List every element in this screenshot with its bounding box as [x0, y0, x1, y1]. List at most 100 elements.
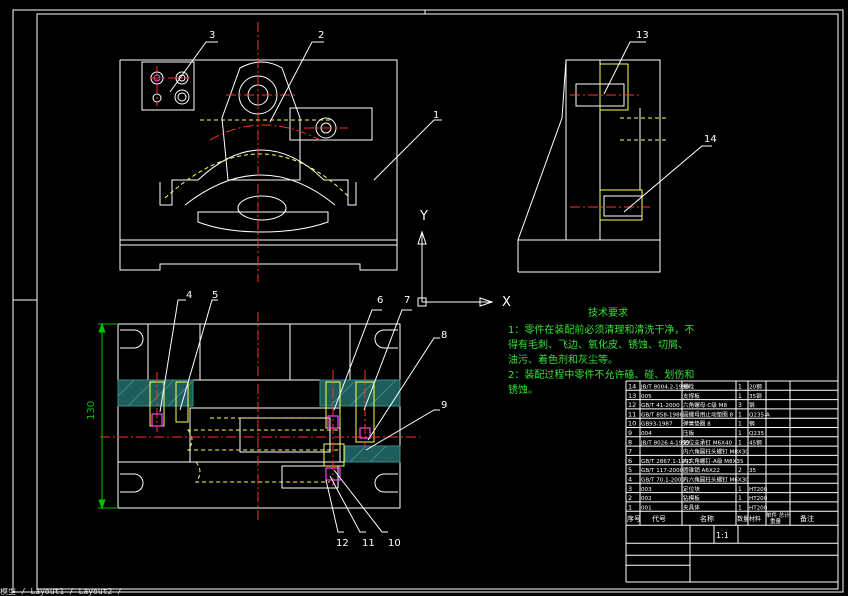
bom-cell: 7: [628, 448, 632, 456]
bom-cell: 35: [749, 468, 757, 474]
bom-cell: 1: [738, 411, 742, 418]
top-view: [117, 323, 401, 509]
dimension-text: 130: [86, 401, 97, 420]
balloon-labels: 1 2 3 4 5 6 7 8 9 10 11 12 13 14: [186, 30, 717, 549]
bom-cell: 2: [628, 494, 632, 502]
balloon-10: 10: [388, 538, 401, 549]
bom-cell: HT200: [749, 487, 768, 493]
top-view-bolts: [151, 413, 371, 481]
side-view-hidden: [599, 63, 668, 221]
bom-cell: 1: [738, 495, 742, 502]
bom-cell: 003: [641, 487, 652, 493]
bom-cell: 13: [628, 392, 636, 400]
scale-text: 1:1: [716, 531, 729, 540]
bom-cell: 3: [628, 485, 632, 493]
bom-cell: 45钢: [749, 438, 762, 446]
bom-cell: 六角螺母-C级 M8: [683, 401, 727, 409]
balloon-13: 13: [636, 30, 649, 41]
bom-cell: 14: [628, 383, 636, 391]
bom-cell: 1: [738, 421, 742, 428]
bom-cell: 夹具体: [683, 503, 700, 511]
bom-cell: 钢: [749, 401, 755, 409]
bom-cell: HT200: [749, 496, 768, 502]
bom-header: 序号: [627, 514, 641, 523]
tech-line: 1：零件在装配前必须清理和清洗干净，不: [508, 325, 695, 336]
bom-cell: 1: [738, 486, 742, 493]
bom-cell: 1: [738, 430, 742, 437]
bom-cell: 35钢: [749, 392, 762, 400]
bom-cell: 20钢: [749, 383, 762, 391]
bom-cell: 支撑板: [683, 392, 700, 400]
bom-cell: GB93-1987: [641, 422, 673, 428]
bom-header: 代号: [652, 514, 666, 523]
outer-frame: [12, 9, 844, 593]
front-view-hidden: [164, 119, 351, 199]
bom-cell: 004: [641, 431, 652, 437]
bom-cell: 005: [641, 394, 652, 400]
balloon-6: 6: [377, 295, 383, 306]
balloon-3: 3: [209, 30, 215, 41]
bom-header: 名称: [700, 514, 714, 523]
bom-cell: 002: [641, 496, 652, 502]
bom-cell: 钢: [749, 420, 755, 428]
bom-cell: 压板: [683, 429, 695, 437]
bom-cell: GB/T 41-2000: [641, 403, 680, 409]
bom-header: 数量: [737, 515, 749, 523]
bom-cell: 1: [738, 504, 742, 511]
bom-cell: 5: [628, 466, 632, 474]
tech-line: 得有毛刺、飞边、氧化皮、锈蚀、切屑、: [508, 340, 688, 351]
bom-cell: Q235: [749, 431, 765, 437]
dimension-130: [98, 322, 118, 510]
bom-cell: 9: [628, 429, 632, 437]
inner-frame: [36, 13, 839, 590]
bom-cell: 6: [628, 457, 632, 465]
technical-requirements: 技术要求 1：零件在装配前必须清理和清洗干净，不 得有毛刺、飞边、氧化皮、锈蚀、…: [508, 306, 708, 398]
bom-cell: JB/T 8026.4-1999: [640, 440, 690, 446]
balloon-9: 9: [441, 400, 447, 411]
bom-cell: 1: [628, 503, 632, 511]
balloon-8: 8: [441, 330, 447, 341]
bom-cell: 钻模板: [683, 494, 700, 502]
bom-cell: 圆锥销 A6X22: [683, 466, 720, 474]
bom-cell: 2: [738, 467, 742, 474]
bom-cell: 内六角圆柱头螺钉 M6X30: [683, 476, 749, 484]
bom-cell: 1: [738, 393, 742, 400]
leader-lines: [159, 41, 712, 533]
axis-x-label: X: [502, 295, 511, 310]
bom-cell: GB/T 2867.1-1993: [641, 459, 693, 465]
tech-title: 技术要求: [588, 308, 628, 319]
bom-cell: 螺栓: [683, 383, 695, 391]
balloon-1: 1: [433, 110, 439, 121]
tech-line: 油污、着色剂和灰尘等。: [508, 355, 618, 366]
layout-tabs[interactable]: 模型 / Layout1 / Layout2 /: [0, 588, 122, 596]
bom-cell: JB/T 8004.2-1999: [640, 385, 690, 391]
balloon-12: 12: [336, 538, 349, 549]
bom-cell: 定位支承钉 M6X40: [683, 438, 733, 446]
bom-cell: 8: [628, 438, 632, 446]
bom-cell: GB/T 70.1-2000: [641, 478, 685, 484]
bom-cell: GB/T 117-2000: [641, 468, 684, 474]
bom-cell: 10: [628, 420, 636, 428]
bom-cell: 4: [628, 476, 632, 484]
tech-line: 锈蚀。: [508, 385, 538, 396]
bom-header: 备注: [800, 514, 814, 523]
front-view-centerlines: [150, 22, 348, 282]
bom-header: 重量: [770, 517, 782, 525]
bom-cell: 3: [738, 402, 742, 409]
bom-cell: 弹簧垫圈 8: [683, 420, 711, 428]
bom-header: 单件 总计: [766, 511, 790, 519]
axis-y-label: Y: [419, 209, 428, 224]
bom-cell: 内六角螺钉-A级 M8X35: [683, 457, 744, 465]
bom-cell: 1: [738, 384, 742, 391]
side-view-centerlines: [570, 94, 650, 208]
balloon-11: 11: [362, 538, 375, 549]
bom-cell: 1: [738, 439, 742, 446]
bom-cell: 圆螺母用止动垫圈 8: [683, 410, 734, 418]
balloon-4: 4: [186, 290, 192, 301]
bom-header: 材料: [749, 515, 761, 523]
bom-cell: 内六角圆柱头螺钉 M8X30: [683, 448, 749, 456]
balloon-5: 5: [212, 290, 218, 301]
